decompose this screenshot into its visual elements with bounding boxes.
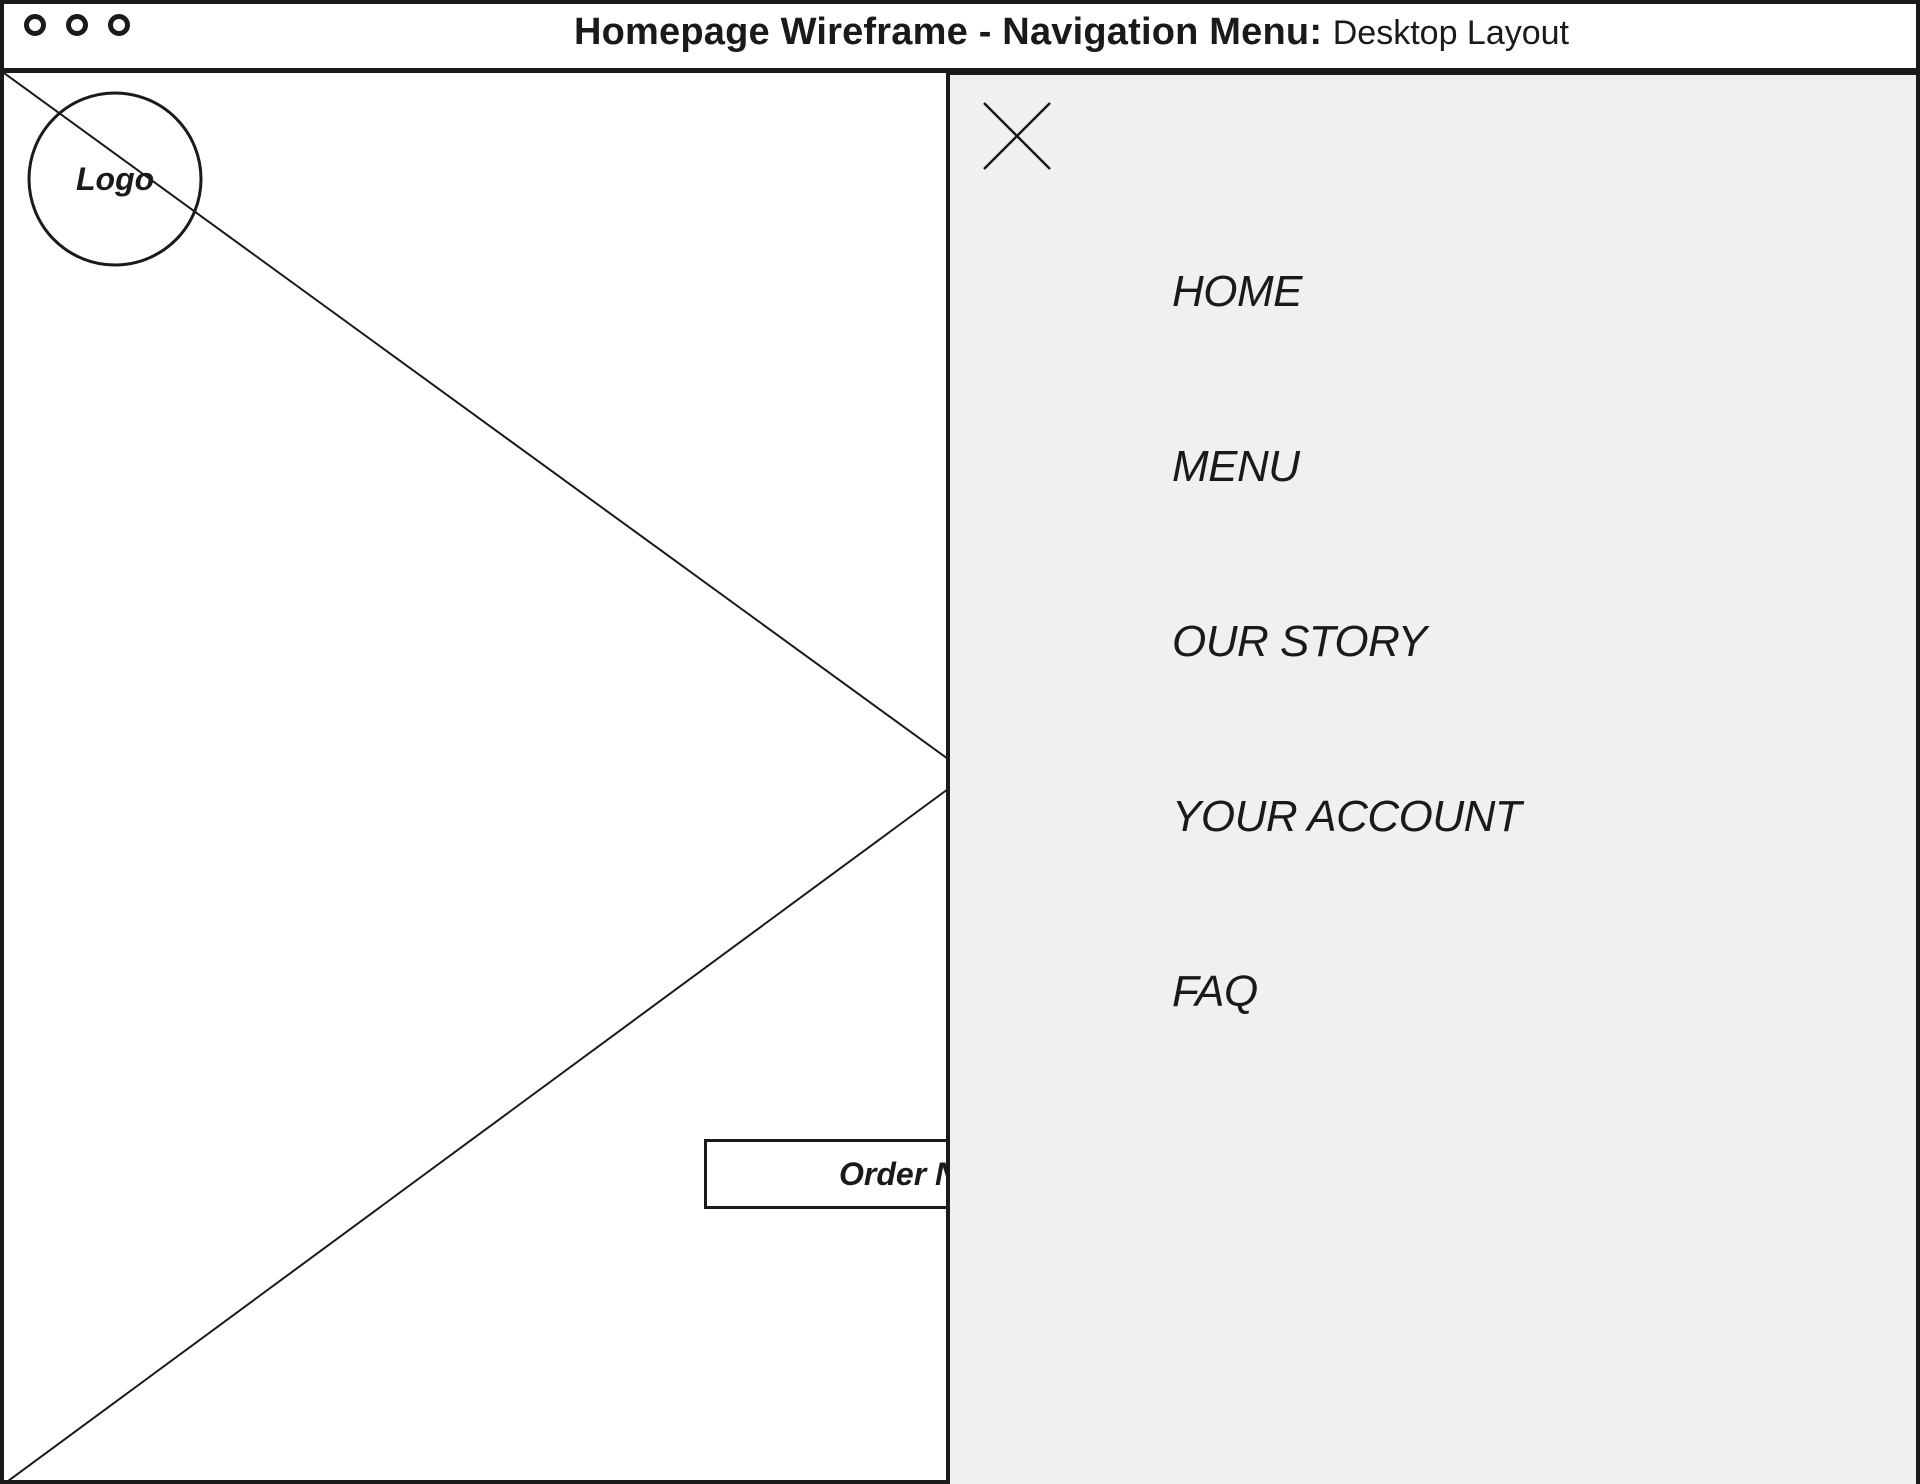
order-now-button[interactable]: Order Now — [704, 1139, 994, 1209]
navigation-menu-panel: HOME MENU OUR STORY YOUR ACCOUNT FAQ — [946, 73, 1916, 1484]
nav-item-menu[interactable]: MENU — [1172, 442, 1300, 491]
window-title-sub: Desktop Layout — [1332, 14, 1570, 52]
window-title: Homepage Wireframe - Navigation Menu: De… — [574, 12, 1569, 53]
close-icon[interactable] — [982, 101, 1052, 171]
page-content: Logo Order Now HOME MENU OUR STORY YOUR … — [4, 73, 1916, 1484]
nav-item-home[interactable]: HOME — [1172, 267, 1303, 316]
placeholder-diagonal-line — [4, 73, 948, 760]
title-bar: Homepage Wireframe - Navigation Menu: De… — [4, 4, 1916, 73]
logo[interactable]: Logo — [76, 161, 155, 197]
nav-item-our-story[interactable]: OUR STORY — [1172, 617, 1427, 666]
window-control-dot-icon — [66, 14, 88, 36]
placeholder-diagonal-line — [4, 788, 948, 1484]
logo-circle — [27, 91, 203, 267]
window-title-main: Homepage Wireframe - Navigation Menu: — [574, 11, 1323, 53]
window-control-dot-icon — [24, 14, 46, 36]
nav-item-faq[interactable]: FAQ — [1172, 967, 1258, 1016]
window-control-dot-icon — [108, 14, 130, 36]
nav-list: HOME MENU OUR STORY YOUR ACCOUNT FAQ — [1172, 267, 1522, 1142]
nav-item-your-account[interactable]: YOUR ACCOUNT — [1172, 792, 1522, 841]
hero-image-placeholder — [4, 73, 948, 1484]
